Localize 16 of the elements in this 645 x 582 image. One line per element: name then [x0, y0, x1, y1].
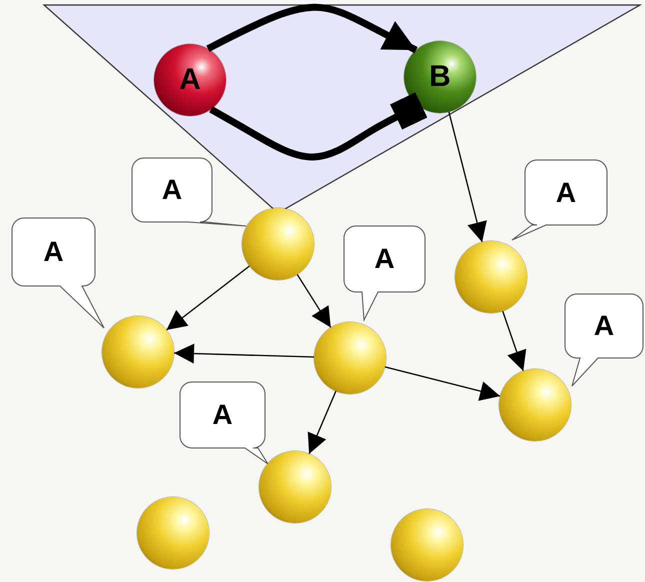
arrow — [502, 310, 526, 372]
arrow — [384, 366, 500, 401]
arrow — [166, 265, 250, 331]
sphere-label: B — [429, 62, 451, 92]
bubble-label: A — [162, 176, 182, 204]
bubble-label: A — [594, 312, 614, 340]
bubble-label: A — [556, 178, 576, 206]
arrow — [448, 112, 487, 242]
sphere-label: A — [179, 65, 201, 95]
arrow — [308, 390, 336, 454]
arrow — [296, 274, 332, 328]
bubble-label: A — [374, 245, 395, 273]
arrow — [174, 344, 314, 364]
bubble-label: A — [212, 401, 233, 429]
curved-arrow — [206, 4, 418, 54]
bubble-label: A — [43, 238, 64, 266]
